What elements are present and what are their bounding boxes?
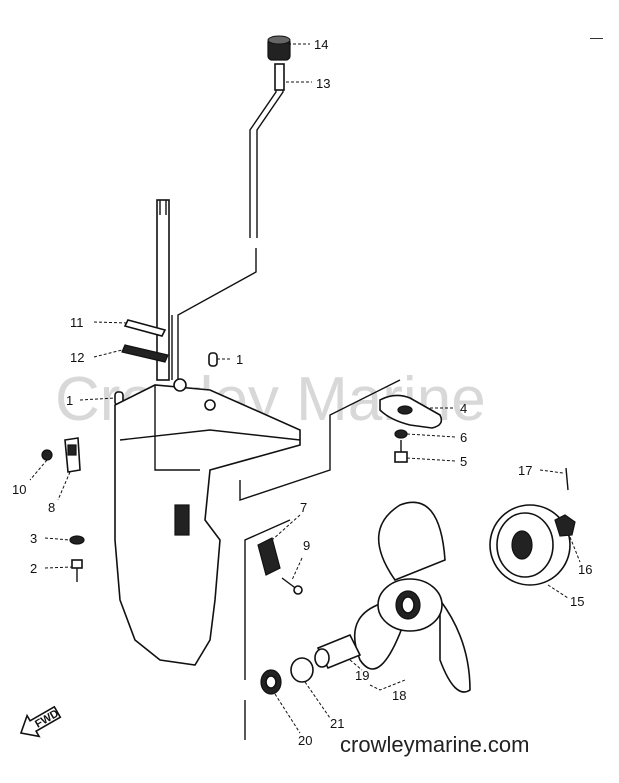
callout-6: 6 bbox=[460, 430, 467, 445]
callout-18: 18 bbox=[392, 688, 406, 703]
part-17-cotter-pin[interactable] bbox=[565, 467, 569, 491]
callout-12: 12 bbox=[70, 350, 84, 365]
callout-3: 3 bbox=[30, 531, 37, 546]
part-1-dowel-pin-a[interactable] bbox=[208, 352, 218, 367]
fwd-arrow: FWD bbox=[19, 705, 62, 738]
callout-11: 11 bbox=[70, 315, 84, 330]
callout-5: 5 bbox=[460, 454, 467, 469]
part-8-bracket[interactable] bbox=[64, 437, 81, 473]
part-9-screw[interactable] bbox=[281, 577, 303, 595]
callout-9: 9 bbox=[303, 538, 310, 553]
part-20-cap[interactable] bbox=[260, 669, 282, 695]
part-11-plate[interactable] bbox=[123, 319, 167, 337]
callout-16: 16 bbox=[578, 562, 592, 577]
lower-casing[interactable] bbox=[114, 378, 301, 666]
part-19-bushing[interactable] bbox=[314, 633, 362, 670]
part-7-strainer[interactable] bbox=[257, 537, 281, 576]
part-5-bolt[interactable] bbox=[394, 440, 408, 463]
part-2-bolt[interactable] bbox=[71, 559, 83, 582]
callout-10: 10 bbox=[12, 482, 26, 497]
callout-21: 21 bbox=[330, 716, 344, 731]
callout-13: 13 bbox=[316, 76, 330, 91]
callout-1a: 1 bbox=[236, 352, 243, 367]
callout-2: 2 bbox=[30, 561, 37, 576]
callout-15: 15 bbox=[570, 594, 584, 609]
callout-8: 8 bbox=[48, 500, 55, 515]
callout-17: 17 bbox=[518, 463, 532, 478]
footer-site-text: crowleymarine.com bbox=[340, 732, 530, 757]
lower-shift-rod bbox=[171, 248, 257, 380]
callout-7: 7 bbox=[300, 500, 307, 515]
callout-20: 20 bbox=[298, 733, 312, 748]
leader-lines bbox=[29, 43, 581, 734]
part-4-anode[interactable] bbox=[379, 394, 443, 429]
part-6-washer[interactable] bbox=[394, 429, 408, 439]
part-15-spacer[interactable] bbox=[489, 504, 571, 586]
propeller[interactable] bbox=[353, 501, 471, 693]
part-16-prop-nut[interactable] bbox=[554, 514, 576, 537]
part-12-seal[interactable] bbox=[121, 344, 169, 363]
callout-labels: 14 13 11 12 1 1 4 6 5 17 10 8 3 2 7 9 16… bbox=[12, 37, 592, 748]
part-14-grommet[interactable] bbox=[267, 35, 291, 61]
callout-4: 4 bbox=[460, 401, 467, 416]
fwd-arrow-label: FWD bbox=[33, 708, 61, 731]
part-21-o-ring[interactable] bbox=[290, 657, 314, 683]
callout-19: 19 bbox=[355, 668, 369, 683]
corner-mark: — bbox=[590, 30, 603, 45]
part-3-washer[interactable] bbox=[69, 535, 85, 545]
callout-1b: 1 bbox=[66, 393, 73, 408]
part-13-shift-rod[interactable] bbox=[249, 63, 285, 238]
part-10-nut[interactable] bbox=[41, 449, 53, 461]
assembly-bracket-lines bbox=[239, 379, 401, 740]
callout-14: 14 bbox=[314, 37, 328, 52]
